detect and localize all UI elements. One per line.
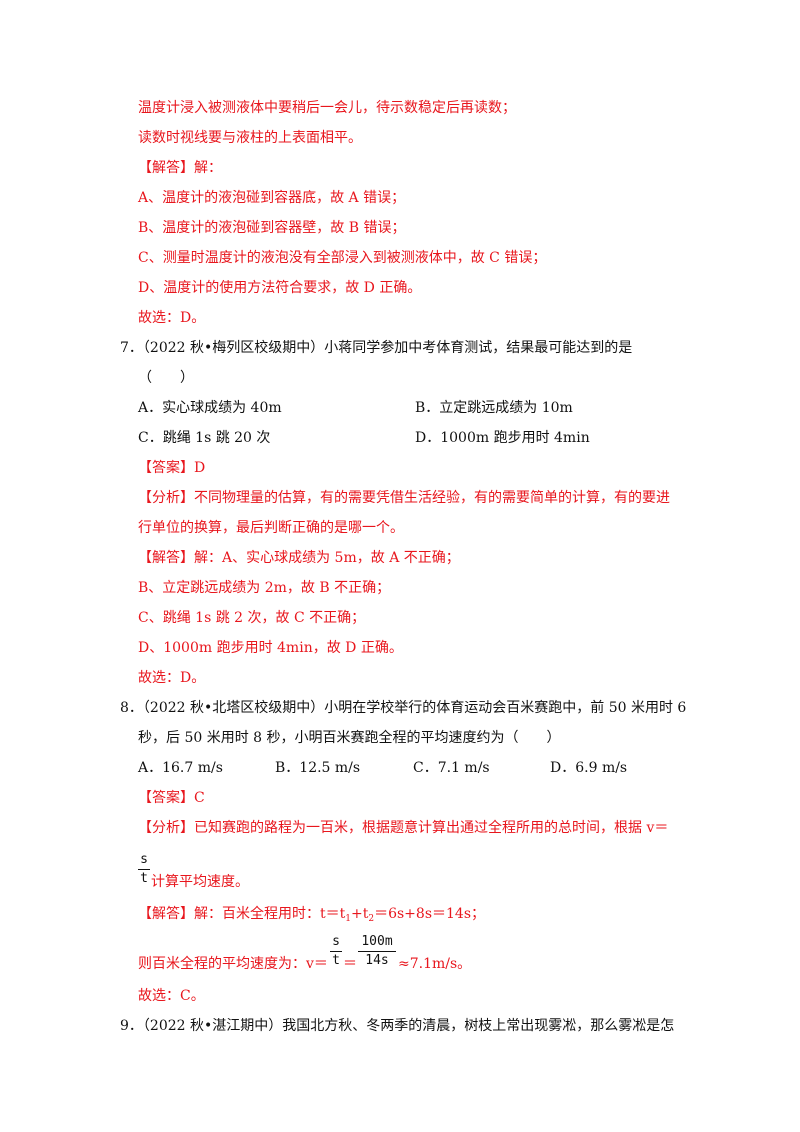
explanation-line-2: 读数时视线要与液柱的上表面相平。 — [138, 130, 362, 146]
q7-analysis-line-2: 行单位的换算，最后判断正确的是哪一个。 — [138, 520, 404, 536]
q7-solution-line-4: D、1000m 跑步用时 4min，故 D 正确。 — [138, 640, 403, 656]
q8-option-b: B．12.5 m/s — [275, 760, 361, 776]
q8-choice: 故选：C。 — [138, 988, 205, 1004]
solution-option-b: B、温度计的液泡碰到容器壁，故 B 错误； — [138, 220, 406, 236]
fraction-denominator: 14s — [365, 953, 389, 968]
fraction-bar — [330, 951, 342, 952]
fraction-denominator: t — [140, 871, 148, 886]
q7-answer: 【答案】D — [138, 460, 206, 476]
q7-analysis-line-1: 【分析】不同物理量的估算，有的需要凭借生活经验，有的需要简单的计算，有的要进 — [138, 490, 670, 506]
q7-option-d: D．1000m 跑步用时 4min — [415, 430, 590, 446]
q8-option-c: C．7.1 m/s — [413, 760, 490, 776]
q8-stem-line-2: 秒，后 50 米用时 8 秒，小明百米赛跑全程的平均速度约为（ ） — [138, 730, 561, 746]
q7-choice: 故选：D。 — [138, 670, 206, 686]
q8-stem-line-1: 8．（2022 秋•北塔区校级期中）小明在学校举行的体育运动会百米赛跑中，前 5… — [120, 700, 687, 716]
solution-option-c: C、测量时温度计的液泡没有全部浸入到被测液体中，故 C 错误； — [138, 250, 547, 266]
q7-option-c: C．跳绳 1s 跳 20 次 — [138, 430, 271, 446]
solution-heading: 【解答】解： — [138, 160, 222, 176]
q8-solution-text: 【解答】解：百米全程用时：t＝t — [138, 906, 346, 922]
fraction-numerator: s — [140, 852, 148, 867]
q7-option-b: B．立定跳远成绩为 10m — [415, 400, 573, 416]
subscript-1: 1 — [345, 914, 351, 924]
q7-option-a: A．实心球成绩为 40m — [138, 400, 282, 416]
solution-option-a: A、温度计的液泡碰到容器底，故 A 错误； — [138, 190, 406, 206]
q7-stem-line-2: （ ） — [138, 370, 194, 386]
q9-stem-line-1: 9．（2022 秋•湛江期中）我国北方秋、冬两季的清晨，树枝上常出现雾凇，那么雾… — [120, 1018, 675, 1034]
q8-option-d: D．6.9 m/s — [550, 760, 628, 776]
q8-velocity-fraction: s t — [330, 934, 342, 969]
q8-value-fraction: 100m 14s — [358, 934, 396, 969]
fraction-bar — [138, 869, 150, 870]
q8-equals-sign: ＝ — [343, 956, 357, 972]
explanation-line-1: 温度计浸入被测液体中要稍后一会儿，待示数稳定后再读数； — [138, 100, 516, 116]
q8-solution-line-1: 【解答】解：百米全程用时：t＝t1+t2＝6s+8s＝14s； — [138, 904, 485, 929]
fraction-numerator: 100m — [361, 934, 393, 949]
solution-option-d: D、温度计的使用方法符合要求，故 D 正确。 — [138, 280, 422, 296]
solution-choice: 故选：D。 — [138, 310, 206, 326]
q7-solution-line-1: 【解答】解：A、实心球成绩为 5m，故 A 不正确； — [138, 550, 460, 566]
q8-option-a: A．16.7 m/s — [138, 760, 223, 776]
q8-answer: 【答案】C — [138, 790, 205, 806]
q8-solution-line-2-result: ≈7.1m/s。 — [398, 956, 472, 972]
q8-solution-plus: +t — [351, 906, 369, 922]
q8-solution-line-2-prefix: 则百米全程的平均速度为：v＝ — [138, 956, 328, 972]
subscript-2: 2 — [368, 914, 375, 924]
q8-analysis-line-1: 【分析】已知赛跑的路程为一百米，根据题意计算出通过全程所用的总时间，根据 v＝ — [138, 820, 669, 836]
q8-solution-result: ＝6s+8s＝14s； — [374, 906, 486, 922]
fraction-bar — [358, 951, 396, 952]
q7-solution-line-2: B、立定跳远成绩为 2m，故 B 不正确； — [138, 580, 391, 596]
q7-stem-line-1: 7．（2022 秋•梅列区校级期中）小蒋同学参加中考体育测试，结果最可能达到的是 — [120, 340, 633, 356]
q8-analysis-line-2: 计算平均速度。 — [151, 874, 249, 890]
q8-formula-fraction: s t — [138, 852, 150, 887]
q7-solution-line-3: C、跳绳 1s 跳 2 次，故 C 不正确； — [138, 610, 366, 626]
fraction-numerator: s — [332, 934, 340, 949]
fraction-denominator: t — [332, 953, 340, 968]
